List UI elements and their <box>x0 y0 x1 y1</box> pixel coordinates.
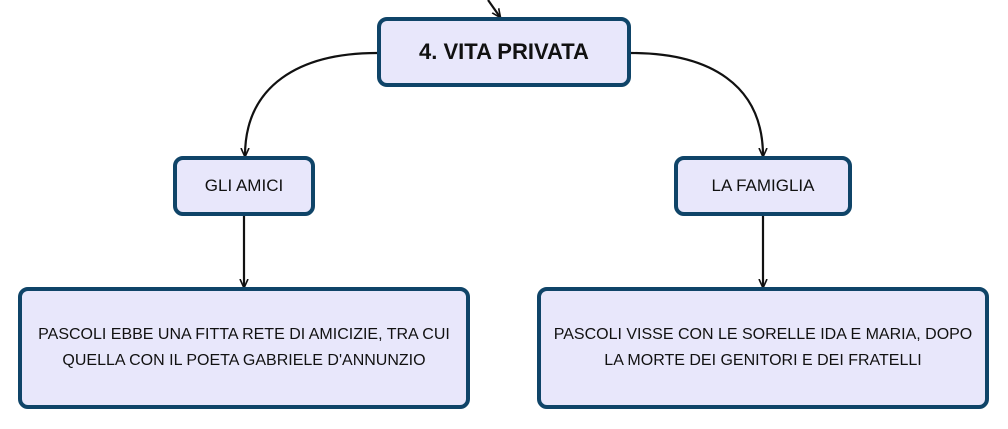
detail-node-famiglia-text: PASCOLI VISSE CON LE SORELLE IDA E MARIA… <box>553 326 973 369</box>
detail-node-famiglia[interactable]: PASCOLI VISSE CON LE SORELLE IDA E MARIA… <box>537 287 989 409</box>
detail-node-amici-text: PASCOLI EBBE UNA FITTA RETE DI AMICIZIE,… <box>38 326 450 369</box>
node-la-famiglia-label: LA FAMIGLIA <box>711 176 815 195</box>
node-la-famiglia[interactable]: LA FAMIGLIA <box>674 156 852 216</box>
root-node[interactable]: 4. VITA PRIVATA <box>377 17 631 87</box>
detail-node-amici[interactable]: PASCOLI EBBE UNA FITTA RETE DI AMICIZIE,… <box>18 287 470 409</box>
connector-root-to-famiglia <box>630 51 763 156</box>
incoming-connector <box>487 0 500 17</box>
node-gli-amici-label: GLI AMICI <box>204 176 284 195</box>
node-gli-amici[interactable]: GLI AMICI <box>173 156 315 216</box>
root-node-label: 4. VITA PRIVATA <box>419 39 589 64</box>
connector-root-to-amici <box>245 51 378 156</box>
